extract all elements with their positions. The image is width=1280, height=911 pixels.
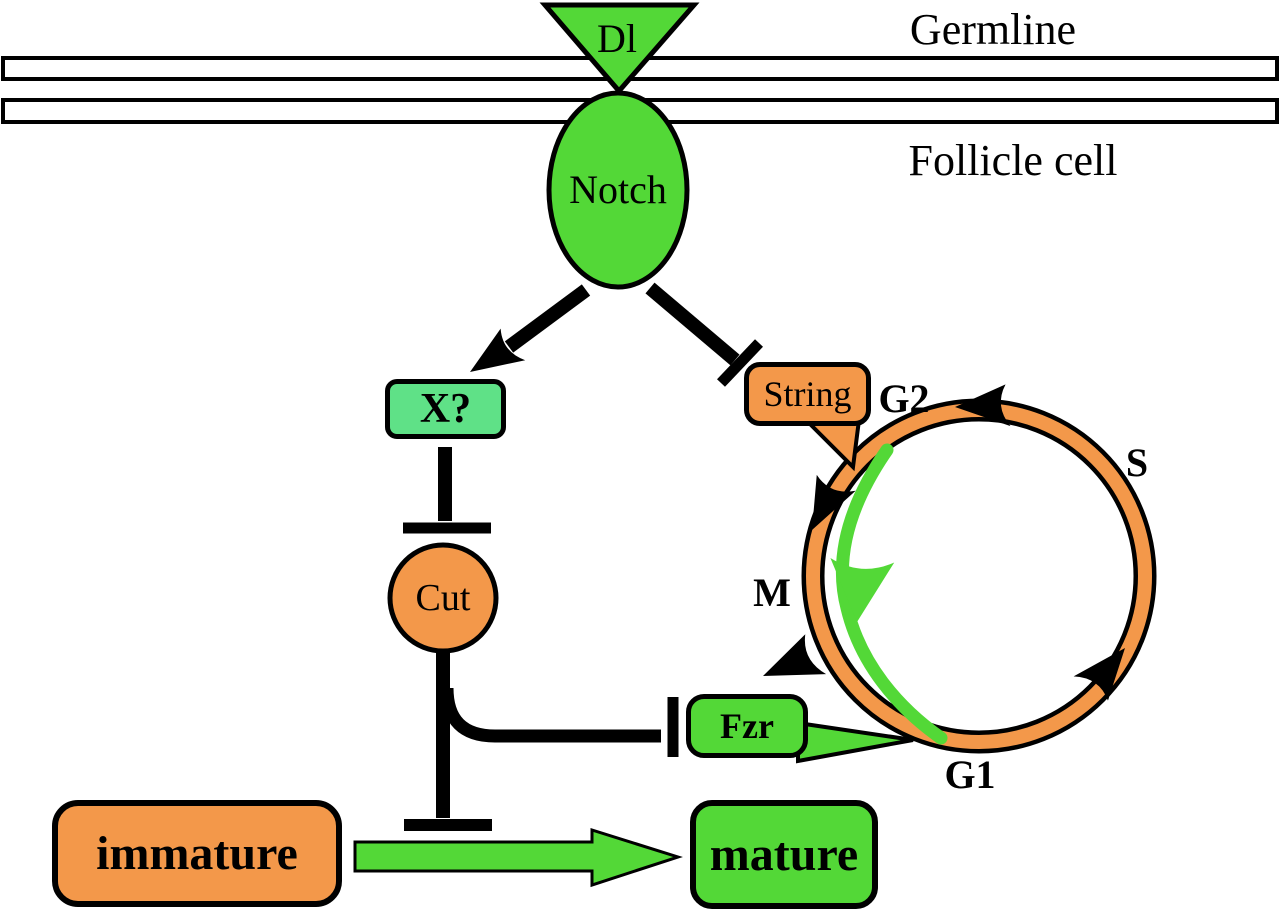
string-bubble: String [744, 362, 871, 426]
cut-circle [387, 542, 499, 654]
germline-label: Germline [909, 5, 1077, 54]
string-bubble-tail [801, 418, 862, 472]
string-label: String [763, 374, 852, 414]
immature-box: immature [52, 800, 342, 907]
immature-to-mature-arrow [353, 827, 683, 888]
mature-label: mature [709, 827, 859, 881]
endocycle-green-arc [835, 443, 948, 745]
x-unknown-label: X? [419, 386, 472, 432]
dl-triangle [539, 2, 700, 95]
fzr-label: Fzr [720, 706, 774, 746]
phase-g1-label: G1 [944, 752, 996, 797]
cut-to-fzr-inhibit-shaft [440, 687, 661, 743]
cycle-arrowhead-top [955, 384, 1011, 427]
x-unknown-box: X? [385, 379, 506, 439]
notch-label: Notch [569, 167, 667, 212]
notch-to-string-inhibit-shaft [645, 282, 740, 366]
notch-ellipse [546, 90, 690, 290]
immature-label: immature [96, 826, 298, 880]
mature-box: mature [690, 800, 878, 909]
cycle-arrowhead-lower-left [763, 634, 827, 676]
notch-to-x-arrowhead [470, 328, 526, 372]
phase-g2-label: G2 [878, 376, 930, 421]
cycle-arrowhead-upper-left [812, 474, 856, 530]
cut-label: Cut [415, 577, 471, 619]
cycle-arrowhead-lower-right [1073, 648, 1125, 701]
dl-label: Dl [597, 16, 637, 61]
phase-s-label: S [1125, 440, 1149, 485]
follicle-cell-label: Follicle cell [908, 136, 1118, 185]
fzr-bubble: Fzr [686, 694, 808, 758]
phase-m-label: M [753, 570, 791, 615]
endocycle-green-arrowhead [830, 557, 895, 622]
notch-to-x-arrow-shaft [504, 284, 591, 353]
notch-to-string-inhibit-bar [717, 339, 763, 387]
